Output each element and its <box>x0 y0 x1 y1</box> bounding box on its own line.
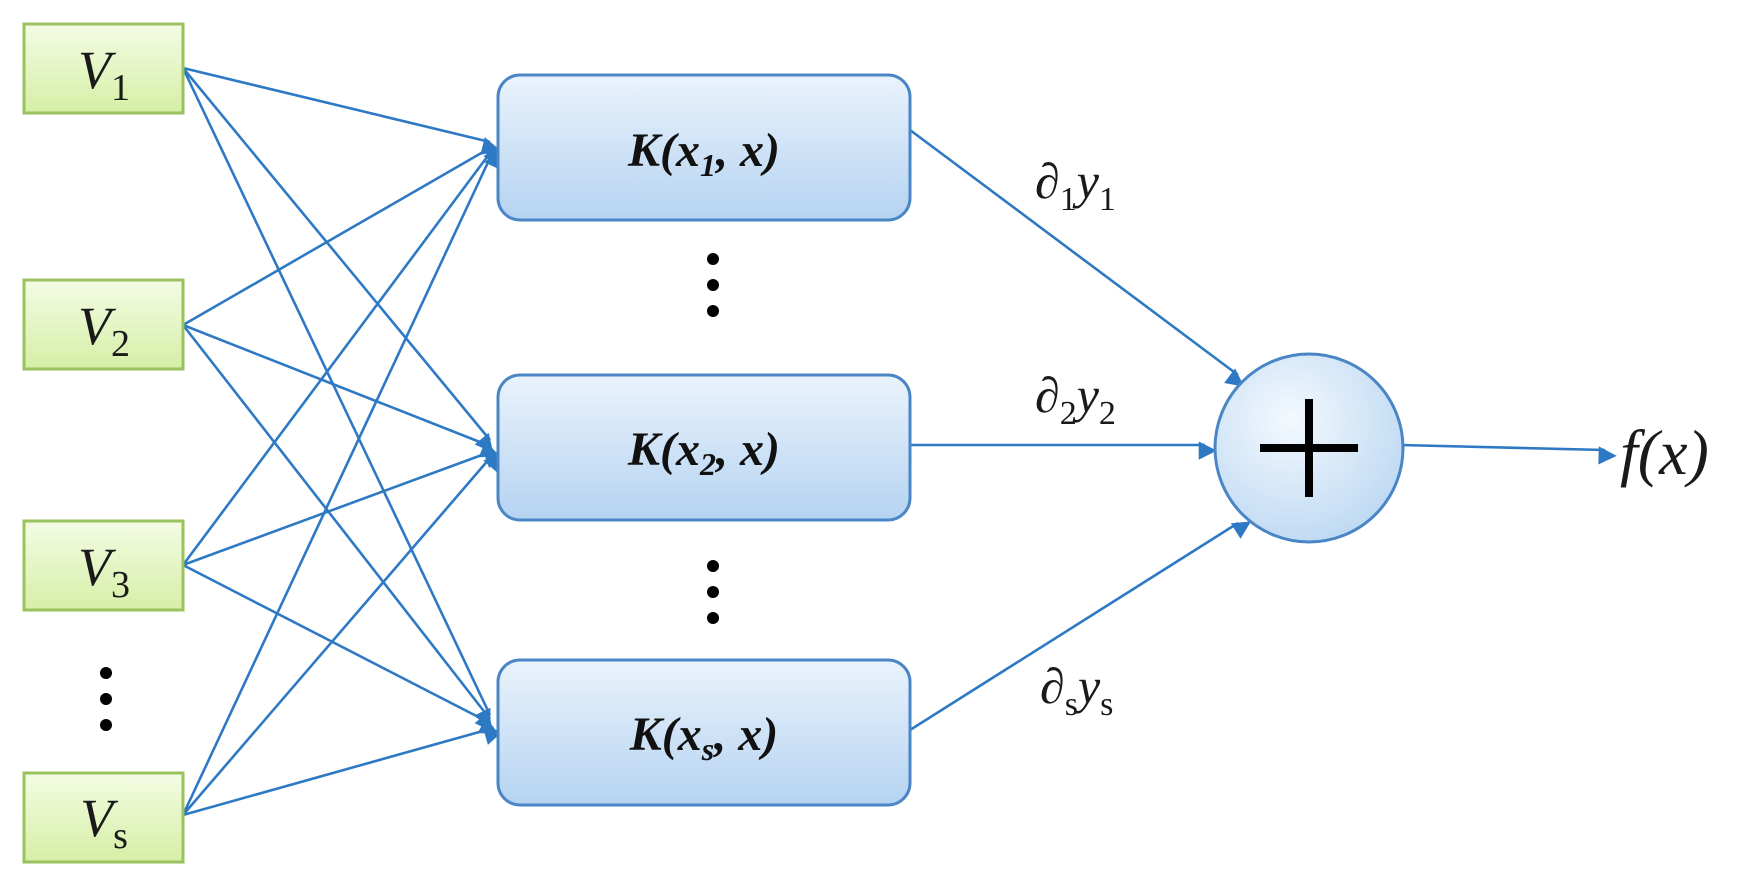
kernel-suffix: , x) <box>712 708 778 761</box>
plus-icon <box>1260 399 1358 497</box>
input-node-vs: Vs <box>22 771 185 864</box>
kernel-ellipsis-1 <box>707 253 719 317</box>
weight-label-2: ∂2y2 <box>1035 367 1116 432</box>
kernel-ellipsis-2 <box>707 560 719 624</box>
input-subscript: 2 <box>111 323 130 365</box>
kernel-suffix: , x) <box>714 124 780 177</box>
summation-node <box>1213 352 1405 544</box>
connection-v3-k1 <box>181 146 502 566</box>
input-letter: V <box>78 40 117 100</box>
kernel-node-3: K(xs, x) <box>496 658 912 807</box>
output-label: f(x) <box>1620 417 1709 488</box>
kernel-suffix: , x) <box>714 423 780 476</box>
weight-label-s: ∂sys <box>1040 658 1113 723</box>
input-kernel-connections <box>181 66 504 817</box>
connection-v1-k1 <box>182 66 501 155</box>
connection-vs-k3 <box>182 727 503 817</box>
connection-v1-k2 <box>181 67 494 453</box>
kernel-variable: x <box>675 124 700 177</box>
kernel-node-2: K(x2, x) <box>496 373 912 522</box>
connection-k3-sum <box>909 521 1252 732</box>
connection-v2-k3 <box>181 324 493 732</box>
input-subscript: 3 <box>111 564 130 606</box>
svg-text:V1: V1 <box>78 40 130 109</box>
kernel-subscript: 2 <box>699 446 716 482</box>
connection-sum-output <box>1399 443 1617 465</box>
svg-text:K(x2, x): K(x2, x) <box>627 423 780 482</box>
svg-text:V2: V2 <box>78 296 130 365</box>
weight-label-1: ∂1y1 <box>1035 153 1116 218</box>
svg-text:V3: V3 <box>78 537 130 606</box>
input-subscript: s <box>113 815 128 857</box>
svg-text:K(x1, x): K(x1, x) <box>627 124 780 183</box>
input-subscript: 1 <box>111 67 130 109</box>
connection-v1-k3 <box>181 67 492 729</box>
kernel-subscript: 1 <box>700 147 716 183</box>
connection-v3-k3 <box>182 563 499 734</box>
input-letter: V <box>78 537 117 597</box>
svg-text:K(xs, x): K(xs, x) <box>629 708 778 767</box>
input-node-v1: V1 <box>22 22 185 115</box>
input-letter: V <box>80 788 119 848</box>
connection-vs-k2 <box>182 452 503 816</box>
kernel-node-1: K(x1, x) <box>496 73 912 222</box>
kernel-prefix: K( <box>627 423 679 476</box>
kernel-prefix: K( <box>629 708 681 761</box>
input-ellipsis <box>100 667 112 731</box>
connection-vs-k1 <box>181 149 501 816</box>
connection-v2-k1 <box>182 146 504 327</box>
kernel-variable: x <box>677 708 702 761</box>
kernel-prefix: K( <box>627 124 679 177</box>
input-letter: V <box>78 296 117 356</box>
connection-v2-k2 <box>182 323 500 458</box>
input-node-v3: V3 <box>22 519 185 612</box>
connection-k1-sum <box>909 128 1245 387</box>
input-node-v2: V2 <box>22 278 185 371</box>
svg-text:Vs: Vs <box>80 788 128 857</box>
kernel-variable: x <box>675 423 700 476</box>
kernel-subscript: s <box>701 731 714 767</box>
connection-v3-k2 <box>182 450 504 567</box>
kernel-sum-connections <box>909 128 1617 732</box>
